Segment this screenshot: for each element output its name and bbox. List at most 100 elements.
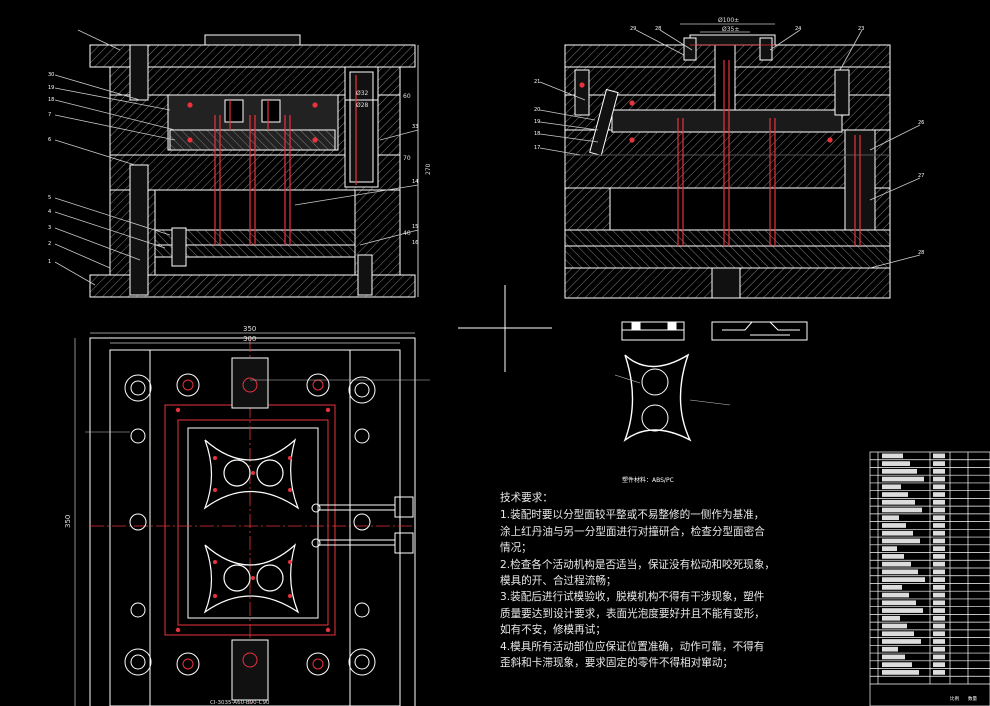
plan-dimensions: 350 300 350 CI-3035-A60-B90-C90 (64, 325, 270, 706)
side-top-balloon-3: 24 (795, 26, 801, 32)
dim-vert-60: 60 (403, 93, 411, 100)
plan-bolt-circles (124, 373, 376, 676)
title-block-cell-fill (933, 530, 945, 536)
dim-bottom-caption: CI-3035-A60-B90-C90 (210, 700, 270, 706)
title-block-cell-fill (933, 468, 945, 474)
title-block-cell-fill (882, 499, 915, 505)
front-ejector-pins (187, 75, 357, 245)
side-right-balloon-2: 27 (918, 173, 924, 179)
side-right-balloon-3: 28 (918, 250, 924, 256)
title-block-cell-fill (882, 600, 916, 606)
title-block-cell-fill (933, 461, 945, 466)
front-balloon-6: 5 (48, 195, 51, 201)
title-block-cell-fill (882, 670, 919, 675)
title-label-qty: 数量 (968, 695, 977, 702)
notes-line-1: 1.装配时要以分型面较平整或不易整修的一侧作为基准， (500, 509, 765, 522)
dim-vert-40: 40 (403, 230, 411, 237)
front-balloon-2: 19 (48, 85, 54, 91)
notes-line-7: 质量要达到设计要求，表面光泡度要好并且不能有变形， (500, 607, 765, 620)
title-label-scale: 比例 (950, 695, 959, 702)
dim-bore-small: Ø32 (356, 90, 369, 97)
dim-side-top-width2: Ø35± (722, 26, 739, 33)
plan-view (74, 332, 416, 706)
plan-red-points (175, 407, 331, 633)
front-leader-lines (54, 29, 419, 286)
title-block-cell-fill (933, 499, 945, 505)
side-left-balloon-2: 20 (534, 107, 540, 113)
front-balloon-3: 18 (48, 97, 54, 103)
front-right-balloon-4: 16 (412, 240, 418, 246)
title-block-cell-fill (933, 631, 945, 637)
title-block-cell-fill (882, 523, 906, 528)
title-block-cell-fill (933, 646, 945, 652)
side-left-balloon-3: 19 (534, 119, 540, 125)
title-block-cell-fill (933, 554, 945, 559)
notes-line-3: 情况； (500, 542, 532, 555)
title-block-cell-fill (882, 608, 923, 613)
side-left-balloon-1: 21 (534, 79, 540, 85)
title-block-cell-fill (882, 577, 925, 582)
front-balloon-4: 7 (48, 112, 51, 118)
notes-line-9: 4.模具所有活动部位应保证位置准确，动作可靠，不得有 (500, 640, 765, 653)
part-material-caption: 塑件材料：ABS/PC (622, 476, 674, 484)
title-block-cell-fill (933, 615, 945, 621)
side-left-balloon-5: 17 (534, 145, 540, 151)
front-right-balloon-3: 15 (412, 224, 418, 230)
dim-left-height: 350 (64, 515, 72, 528)
title-block-cell-fill (882, 538, 920, 544)
title-block-cell-fill (882, 476, 924, 482)
plan-cooling-lines (85, 379, 430, 554)
title-block-cell-fill (933, 623, 945, 629)
notes-line-5: 模具的开、合过程流畅； (500, 575, 617, 588)
title-block-cell-fill (933, 561, 945, 567)
technical-requirements: 技术要求： 1.装配时要以分型面较平整或不易整修的一侧作为基准， 涂上红丹油与另… (500, 490, 790, 671)
front-right-balloon-1: 33 (412, 124, 418, 130)
side-ejector-pins (579, 44, 861, 246)
title-block-cell-fill (882, 639, 921, 644)
front-balloon-5: 6 (48, 137, 51, 143)
dim-top-width-outer: 350 (243, 325, 256, 333)
title-block-cell-fill (933, 523, 945, 528)
front-balloon-9: 2 (48, 241, 51, 247)
title-block-cell-fill (933, 507, 945, 513)
title-block-cell-fill (933, 608, 945, 613)
title-block-cell-fill (882, 569, 918, 575)
front-balloon-7: 4 (48, 209, 51, 215)
notes-line-6: 3.装配后进行试模验收，脱模机构不得有干涉现象，塑件 (500, 591, 765, 604)
dim-top-width-inner: 300 (243, 335, 256, 343)
title-block-cell-fill (882, 507, 922, 513)
title-block-cell-fill (882, 492, 908, 497)
title-block-cell-fill (882, 546, 897, 552)
title-block-cell-fill (882, 615, 900, 621)
title-block-cell-fill (933, 546, 945, 552)
title-block-cell-fill (882, 484, 901, 490)
notes-line-2: 涂上红丹油与另一分型面进行对撞研合，检查分型面密合 (500, 525, 765, 538)
title-block-cell-fill (933, 453, 945, 459)
title-block-cell-fill (933, 492, 945, 497)
front-balloon-10: 1 (48, 259, 51, 265)
dim-bore-small2: Ø28 (356, 102, 369, 109)
title-block-cell-fill (933, 654, 945, 660)
side-top-balloon-1: 29 (630, 26, 636, 32)
title-block-cell-fill (882, 631, 914, 637)
title-block-cell-fill (882, 662, 912, 668)
notes-line-8: 如有不安，修模再试； (500, 624, 606, 637)
title-block-cell-fill (882, 654, 905, 660)
origin-crosshair (458, 285, 552, 372)
title-block-labels: 比例 数量 (950, 695, 977, 702)
front-dimensions: Ø32 Ø28 60 70 40 270 (356, 90, 432, 237)
side-top-balloon-4: 23 (858, 26, 864, 32)
title-block-cell-fill (882, 584, 902, 590)
front-balloons: 30 19 18 7 6 5 4 3 2 1 33 14 15 16 (48, 72, 418, 265)
title-block-cell-fill (882, 561, 911, 567)
title-block-cell-fill (882, 592, 909, 598)
side-top-balloon-2: 28 (655, 26, 661, 32)
plan-cavities (203, 438, 300, 614)
side-left-balloon-4: 18 (534, 131, 540, 137)
title-block-cell-fill (933, 476, 945, 482)
title-block-cell-fill (882, 468, 917, 474)
part-caption: 塑件材料：ABS/PC (622, 476, 674, 484)
notes-line-4: 2.检查各个活动机构是否适当，保证没有松动和咬死现象， (500, 558, 775, 571)
